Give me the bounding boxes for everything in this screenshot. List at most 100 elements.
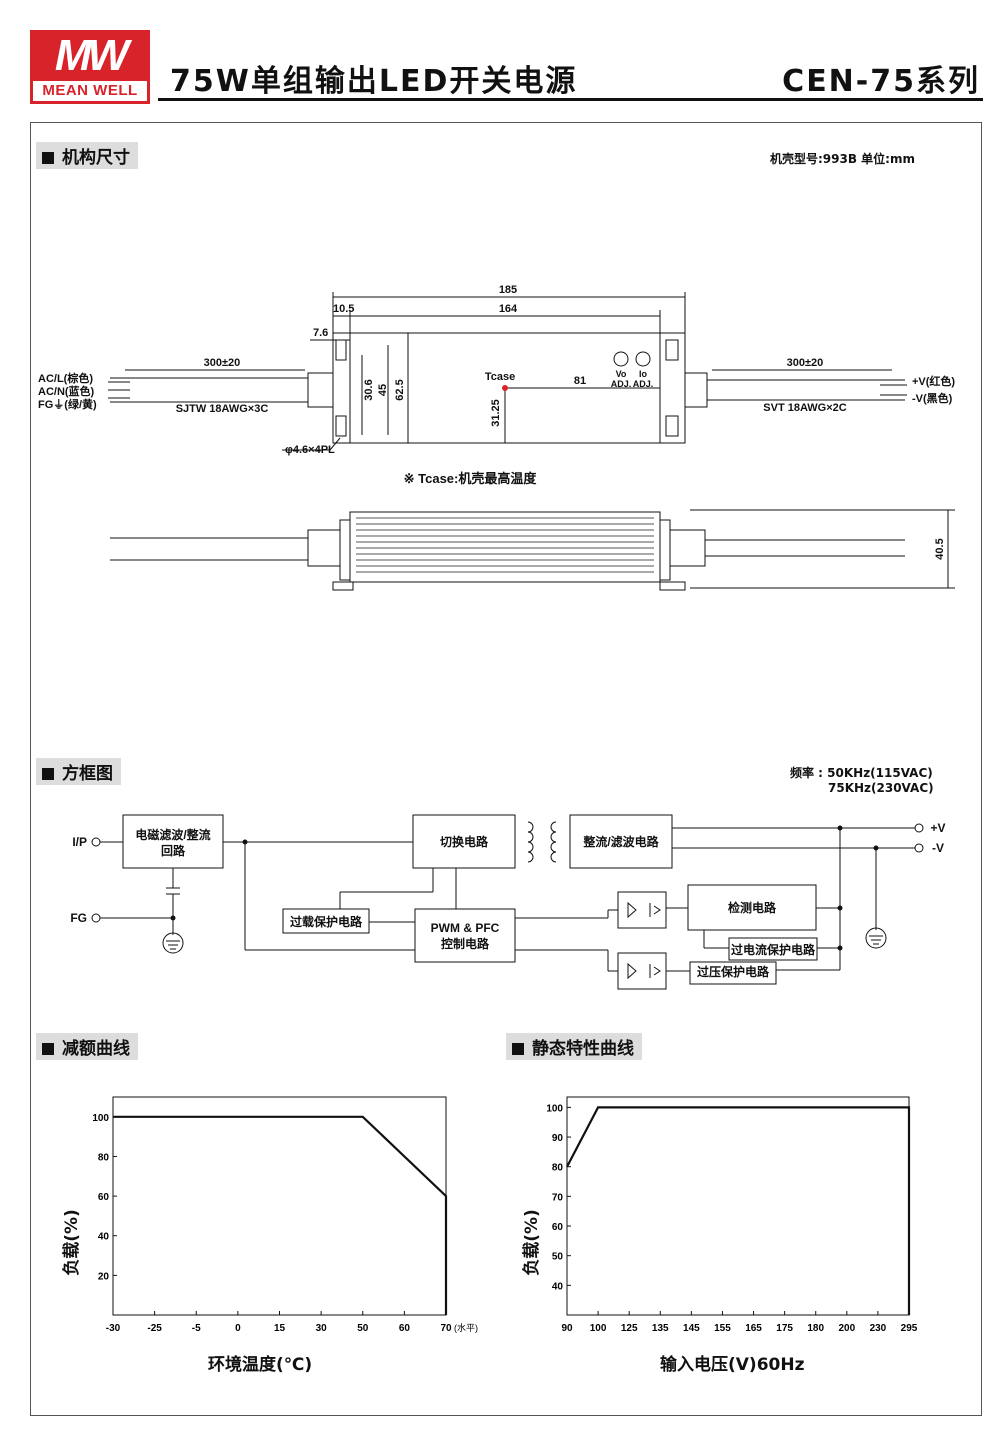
label-fg: FG⏚(绿/黄) — [38, 397, 97, 411]
dim-30-6: 30.6 — [363, 379, 375, 400]
optocoupler-2 — [617, 952, 667, 990]
ocp-box — [728, 937, 818, 961]
plot-frame — [112, 1096, 447, 1316]
page-title: 75W单组输出LED开关电源 — [170, 64, 578, 99]
x-tick-label: 155 — [714, 1323, 731, 1334]
label-in-cable: SJTW 18AWG×3C — [176, 403, 269, 415]
dim-31-25: 31.25 — [490, 399, 502, 427]
y-tick-label: 70 — [552, 1192, 564, 1203]
bd-pwm: PWM & PFC — [431, 921, 500, 935]
x-tick-label: -5 — [192, 1323, 201, 1334]
section-derating: 减额曲线 — [36, 1033, 138, 1060]
derating-ylabel: 负载(%) — [61, 1209, 82, 1276]
bd-ocp: 过电流保护电路 — [731, 942, 816, 957]
dim-164: 164 — [499, 303, 518, 315]
bd-detect: 检测电路 — [728, 900, 777, 915]
series-line — [113, 1115, 448, 1315]
section-static: 静态特性曲线 — [506, 1033, 642, 1060]
freq-label-2: 75KHz(230VAC) — [828, 781, 934, 795]
pwm-box — [414, 908, 516, 963]
bd-overload: 过载保护电路 — [290, 914, 363, 929]
label-acl: AC/L(棕色) — [38, 371, 93, 385]
y-tick-label: 90 — [552, 1133, 564, 1144]
dim-185: 185 — [499, 284, 517, 296]
x-tick-label: 50 — [357, 1323, 369, 1334]
section-mechanical-label: 机构尺寸 — [62, 148, 130, 168]
bd-vp: +V — [930, 821, 945, 835]
bd-rect: 整流/滤波电路 — [582, 834, 659, 849]
x-tick-label: 135 — [652, 1323, 669, 1334]
label-vo: Vo — [616, 369, 627, 379]
y-tick-label: 100 — [92, 1113, 109, 1124]
bd-emi: 电磁滤波/整流 — [135, 827, 210, 842]
y-tick-label: 50 — [552, 1252, 564, 1263]
x-tick-label: 70 — [440, 1323, 452, 1334]
section-mechanical: 机构尺寸 — [36, 142, 138, 169]
dim-7-6: 7.6 — [313, 327, 328, 339]
x-tick-label: 175 — [776, 1323, 793, 1334]
x-tick-label: -25 — [147, 1323, 162, 1334]
bd-emi-2: 回路 — [161, 843, 186, 858]
dim-45: 45 — [377, 384, 389, 396]
x-tick-label: -30 — [106, 1323, 121, 1334]
series-title: CEN-75系列 — [782, 64, 980, 99]
y-tick-label: 80 — [552, 1163, 564, 1174]
x-tick-label: 165 — [745, 1323, 762, 1334]
section-block-diagram: 方框图 — [36, 758, 121, 785]
section-derating-label: 减额曲线 — [62, 1039, 130, 1059]
x-tick-label: 0 — [235, 1323, 241, 1334]
static-xlabel: 输入电压(V)60Hz — [660, 1355, 805, 1375]
header-rule — [158, 98, 983, 101]
bd-ip: I/P — [72, 835, 87, 849]
bd-pwm-2: 控制电路 — [441, 936, 490, 951]
logo-text: MEAN WELL — [33, 81, 147, 101]
content-frame — [30, 122, 982, 1416]
y-tick-label: 100 — [546, 1103, 563, 1114]
y-tick-label: 40 — [552, 1281, 564, 1292]
y-tick-label: 60 — [98, 1192, 110, 1203]
section-static-label: 静态特性曲线 — [532, 1039, 634, 1059]
label-vplus: +V(红色) — [912, 374, 955, 388]
y-tick-label: 40 — [98, 1232, 110, 1243]
label-adj-2: ADJ. — [633, 379, 654, 389]
x-tick-label: 125 — [621, 1323, 638, 1334]
rect-box — [569, 814, 673, 869]
ovp-box — [689, 961, 777, 985]
static-ylabel: 负载(%) — [521, 1209, 542, 1276]
mechanical-drawing: 185 164 10.5 7.6 300±20 300±20 81 φ4.6×4… — [38, 284, 955, 591]
logo-letters: MW — [54, 31, 129, 80]
x-tick-label: 30 — [316, 1323, 328, 1334]
dim-holes: φ4.6×4PL — [285, 444, 335, 456]
x-tick-label: 90 — [561, 1323, 573, 1334]
plot-frame — [566, 1096, 910, 1316]
dim-300-in: 300±20 — [204, 357, 241, 369]
label-tcase-note: ※ Tcase:机壳最高温度 — [404, 471, 538, 486]
x-tick-label: 295 — [901, 1323, 918, 1334]
x-tick-label: 60 — [399, 1323, 411, 1334]
dim-10-5: 10.5 — [333, 303, 354, 315]
y-tick-label: 60 — [552, 1222, 564, 1233]
tcase-point — [502, 385, 508, 391]
x-tick-label: 100 — [590, 1323, 607, 1334]
y-tick-label: 80 — [98, 1152, 110, 1163]
optocoupler-1 — [617, 891, 667, 929]
dim-62-5: 62.5 — [394, 379, 406, 400]
dim-300-out: 300±20 — [787, 357, 824, 369]
label-adj-1: ADJ. — [611, 379, 632, 389]
x-tick-suffix: (水平) — [454, 1322, 478, 1333]
bd-vm: -V — [932, 841, 944, 855]
label-acn: AC/N(蓝色) — [38, 384, 95, 398]
series-line — [566, 1106, 911, 1315]
dim-81: 81 — [574, 375, 586, 387]
bd-fg: FG — [70, 911, 87, 925]
overload-box — [282, 908, 370, 934]
meanwell-logo: MW MEAN WELL — [30, 30, 150, 104]
freq-label: 频率 : 50KHz(115VAC) — [790, 766, 933, 780]
x-tick-label: 145 — [683, 1323, 700, 1334]
y-tick-label: 20 — [98, 1271, 110, 1282]
x-tick-label: 200 — [838, 1323, 855, 1334]
label-vminus: -V(黑色) — [912, 391, 953, 405]
